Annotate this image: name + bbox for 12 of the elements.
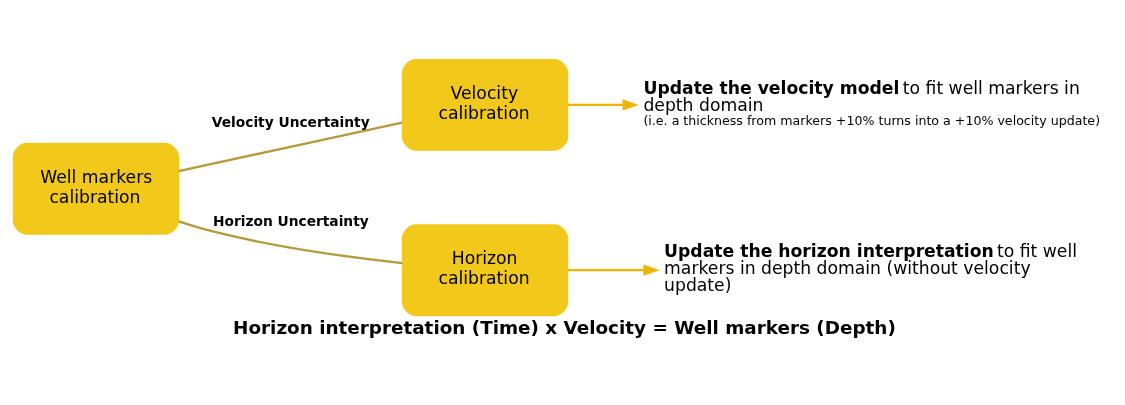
node-box: Well markers calibration — [12, 142, 180, 235]
node-text: Update the velocity model to fit well markers in depth domain (i.e. a thickness from markers +10% turns into a +10% velocity update) — [643, 78, 1101, 128]
caption: Horizon interpretation (Time) x Velocity = Well markers (Depth) — [233, 316, 896, 338]
node-text: Update the horizon interpretation to fit well markers in depth domain (without velocity update) — [664, 241, 1077, 296]
edge-label: Velocity Uncertainty — [211, 114, 370, 131]
edge-label: Horizon Uncertainty — [212, 213, 369, 230]
node-box: Velocity calibration — [401, 59, 569, 151]
connector — [178, 220, 403, 265]
connector — [178, 121, 403, 173]
arrow — [568, 99, 639, 111]
arrow — [568, 264, 660, 276]
node-box: Horizon calibration — [401, 224, 569, 317]
